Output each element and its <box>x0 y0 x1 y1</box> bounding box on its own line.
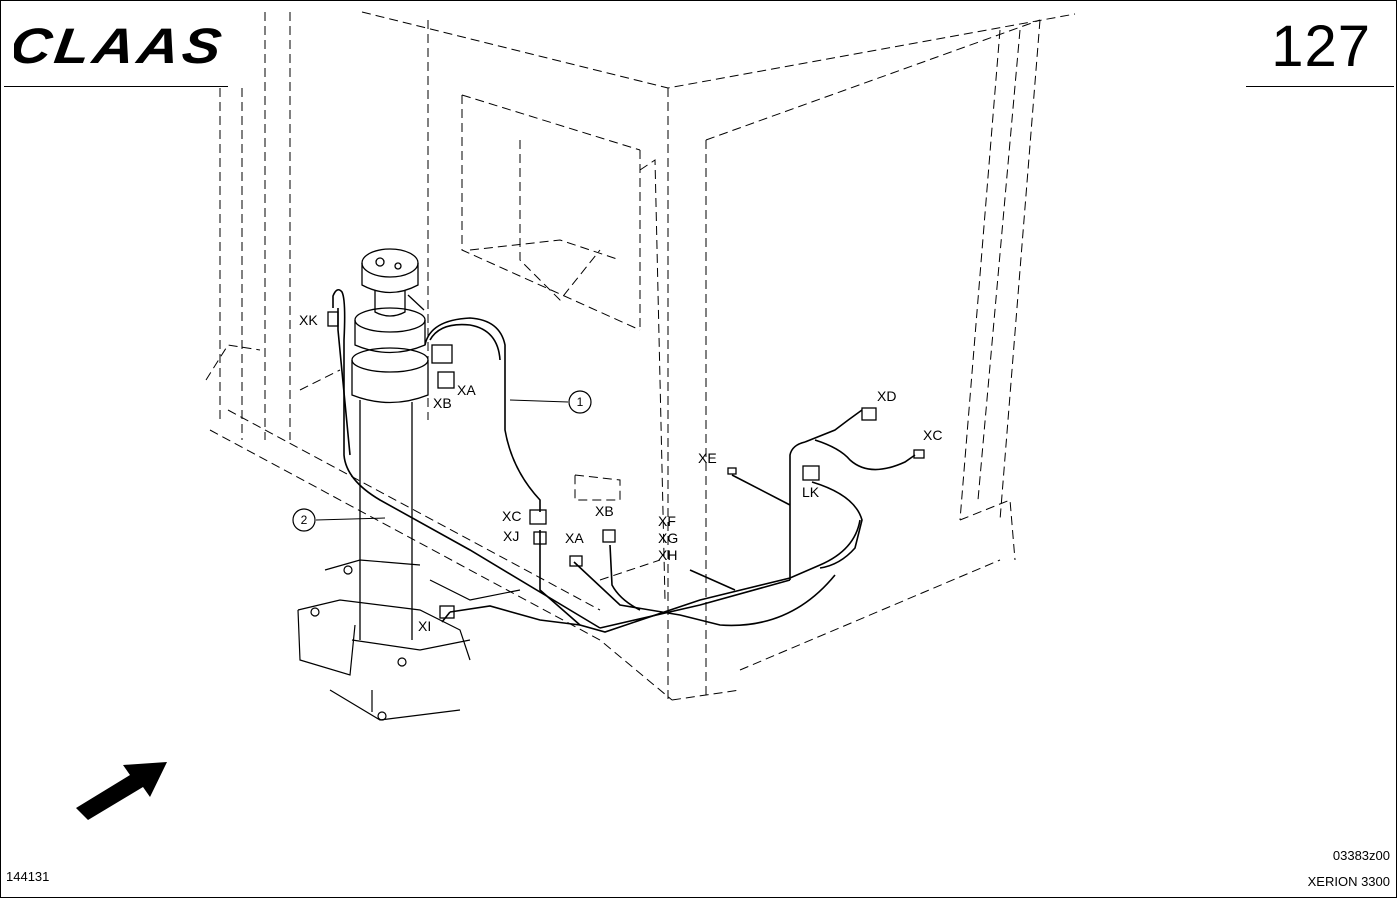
connector-blocks <box>327 311 925 619</box>
claas-logo: CLAAS <box>14 20 228 70</box>
steering-column <box>351 248 429 640</box>
label-xa-mid: XA <box>565 530 584 546</box>
label-xc-right: XC <box>923 427 942 443</box>
cab-outline <box>205 11 1076 701</box>
label-xb-mid: XB <box>595 503 614 519</box>
harness-1 <box>424 317 541 512</box>
model-name: XERION 3300 <box>1307 874 1390 889</box>
label-xe: XE <box>698 450 717 466</box>
callout-2-leader <box>315 517 386 521</box>
claas-logo-text: CLAAS <box>14 20 228 70</box>
label-xk: XK <box>299 312 318 328</box>
callout-2-circle <box>292 508 316 532</box>
harness-2 <box>332 288 601 629</box>
label-xb-top: XB <box>433 395 452 411</box>
label-xc-mid: XC <box>502 508 521 524</box>
drawing-code: 03383z00 <box>1332 848 1390 863</box>
label-lk: LK <box>802 484 820 500</box>
part-number: 144131 <box>6 869 50 884</box>
direction-arrow-icon <box>76 762 167 820</box>
column-base <box>297 559 521 721</box>
label-xg: XG <box>658 530 678 546</box>
brand-rule <box>4 86 228 87</box>
callout-1-leader <box>509 399 569 403</box>
page-number-rule <box>1246 86 1394 87</box>
label-xj: XJ <box>503 528 519 544</box>
label-xi: XI <box>418 618 431 634</box>
label-xf: XF <box>658 513 676 529</box>
label-xa-top: XA <box>457 382 476 398</box>
callout-1-label: 1 <box>577 395 584 409</box>
main-trunk <box>441 409 916 633</box>
label-xh: XH <box>658 547 677 563</box>
callout-1-circle <box>568 390 592 414</box>
page-number: 127 <box>1271 14 1371 79</box>
callout-2-label: 2 <box>301 513 308 527</box>
label-xd: XD <box>877 388 896 404</box>
